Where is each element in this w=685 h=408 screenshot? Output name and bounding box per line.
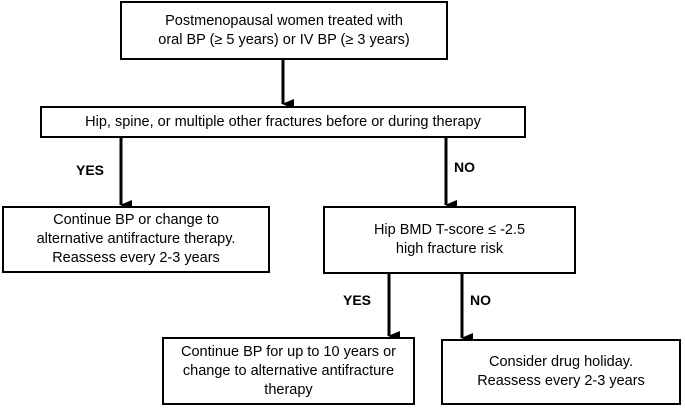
start-box: Postmenopausal women treated with oral B… [120, 1, 448, 60]
fracture-no-label: NO [454, 159, 475, 175]
fracture-question-text: Hip, spine, or multiple other fractures … [85, 113, 481, 130]
start-box-text: Postmenopausal women treated with oral B… [158, 12, 410, 48]
drug-holiday-text: Consider drug holiday. Reassess every 2-… [477, 354, 645, 389]
drug-holiday-box: Consider drug holiday. Reassess every 2-… [441, 339, 681, 405]
fracture-question-box: Hip, spine, or multiple other fractures … [40, 106, 526, 138]
bmd-question-box: Hip BMD T-score ≤ -2.5 high fracture ris… [323, 206, 576, 274]
continue-up-to-10-text: Continue BP for up to 10 years or change… [181, 343, 396, 398]
bmd-question-text: Hip BMD T-score ≤ -2.5 high fracture ris… [373, 222, 526, 257]
fracture-yes-label: YES [76, 162, 105, 178]
continue-or-change-text: Continue BP or change to alternative ant… [36, 212, 236, 266]
continue-or-change-box: Continue BP or change to alternative ant… [2, 206, 270, 273]
continue-up-to-10-box: Continue BP for up to 10 years or change… [162, 337, 415, 405]
bmd-yes-label: YES [343, 292, 372, 308]
bmd-no-label: NO [470, 292, 491, 308]
